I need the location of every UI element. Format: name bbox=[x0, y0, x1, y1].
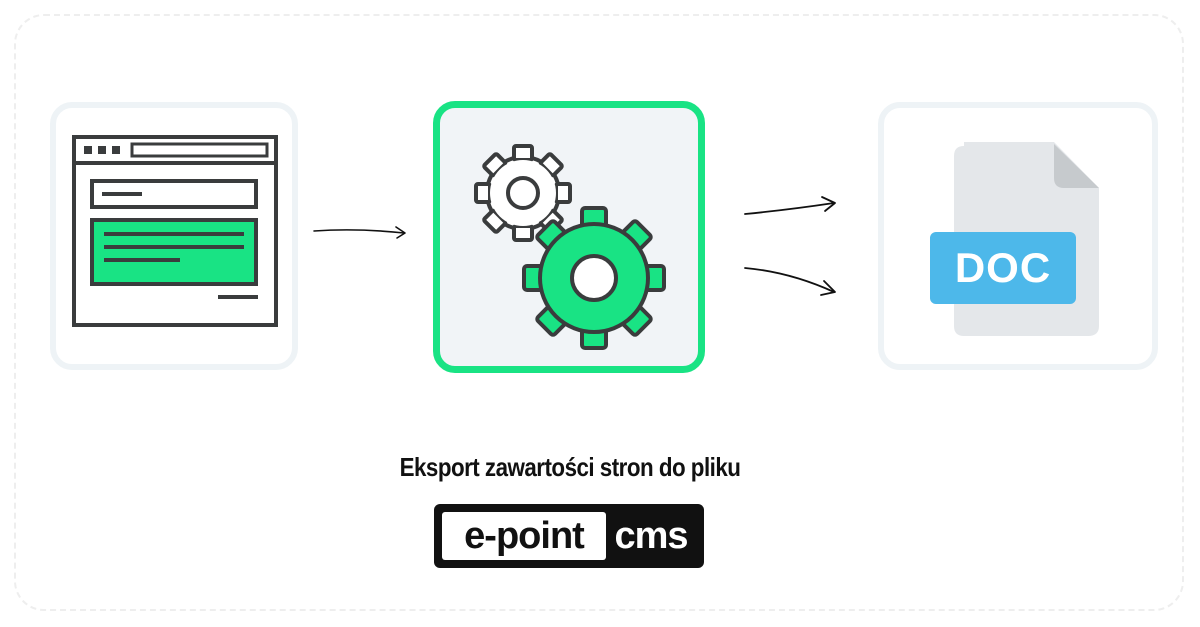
gears-icon bbox=[474, 144, 666, 350]
large-gear-icon bbox=[522, 206, 666, 350]
epoint-cms-logo: e-point cms bbox=[434, 504, 704, 568]
outer-dashed-frame bbox=[14, 14, 1184, 611]
arrow-to-document-bottom bbox=[744, 267, 836, 296]
web-page-icon bbox=[72, 135, 278, 327]
doc-label: DOC bbox=[955, 244, 1051, 291]
logo-text-cms: cms bbox=[614, 514, 688, 557]
arrow-to-document-top bbox=[744, 196, 836, 215]
logo-text-epoint: e-point bbox=[442, 512, 606, 560]
doc-file-icon: DOC bbox=[930, 142, 1099, 336]
caption: Eksport zawartości stron do pliku bbox=[399, 452, 741, 482]
arrow-to-processing bbox=[313, 226, 406, 239]
